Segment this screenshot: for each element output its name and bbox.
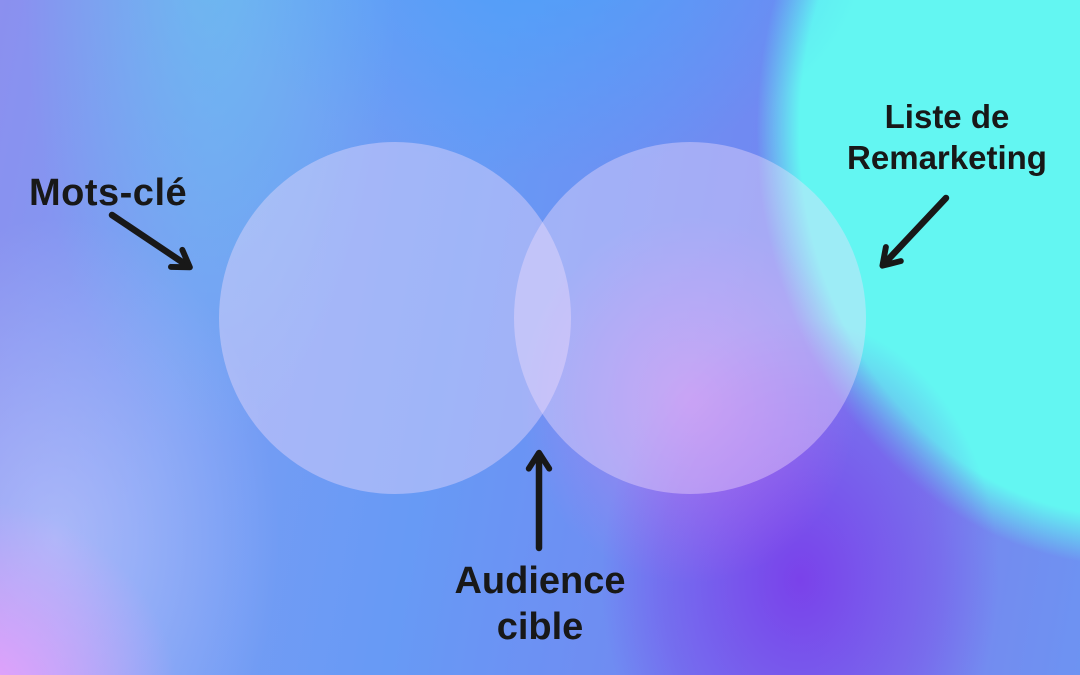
remarketing-arrow-icon <box>879 194 950 269</box>
label-remarketing-line1: Liste de <box>884 98 1010 135</box>
label-keywords: Mots-clé <box>29 172 188 214</box>
label-remarketing-line2: Remarketing <box>847 139 1047 177</box>
label-audience-line1: Audience <box>454 560 626 602</box>
venn-circle-keywords <box>219 142 571 494</box>
label-remarketing: Liste de Remarketing <box>847 96 1047 179</box>
venn-circle-remarketing <box>514 142 866 494</box>
label-audience: Audience cible <box>454 558 625 651</box>
label-audience-line2: cible <box>496 606 584 649</box>
keywords-arrow-icon <box>108 211 193 271</box>
